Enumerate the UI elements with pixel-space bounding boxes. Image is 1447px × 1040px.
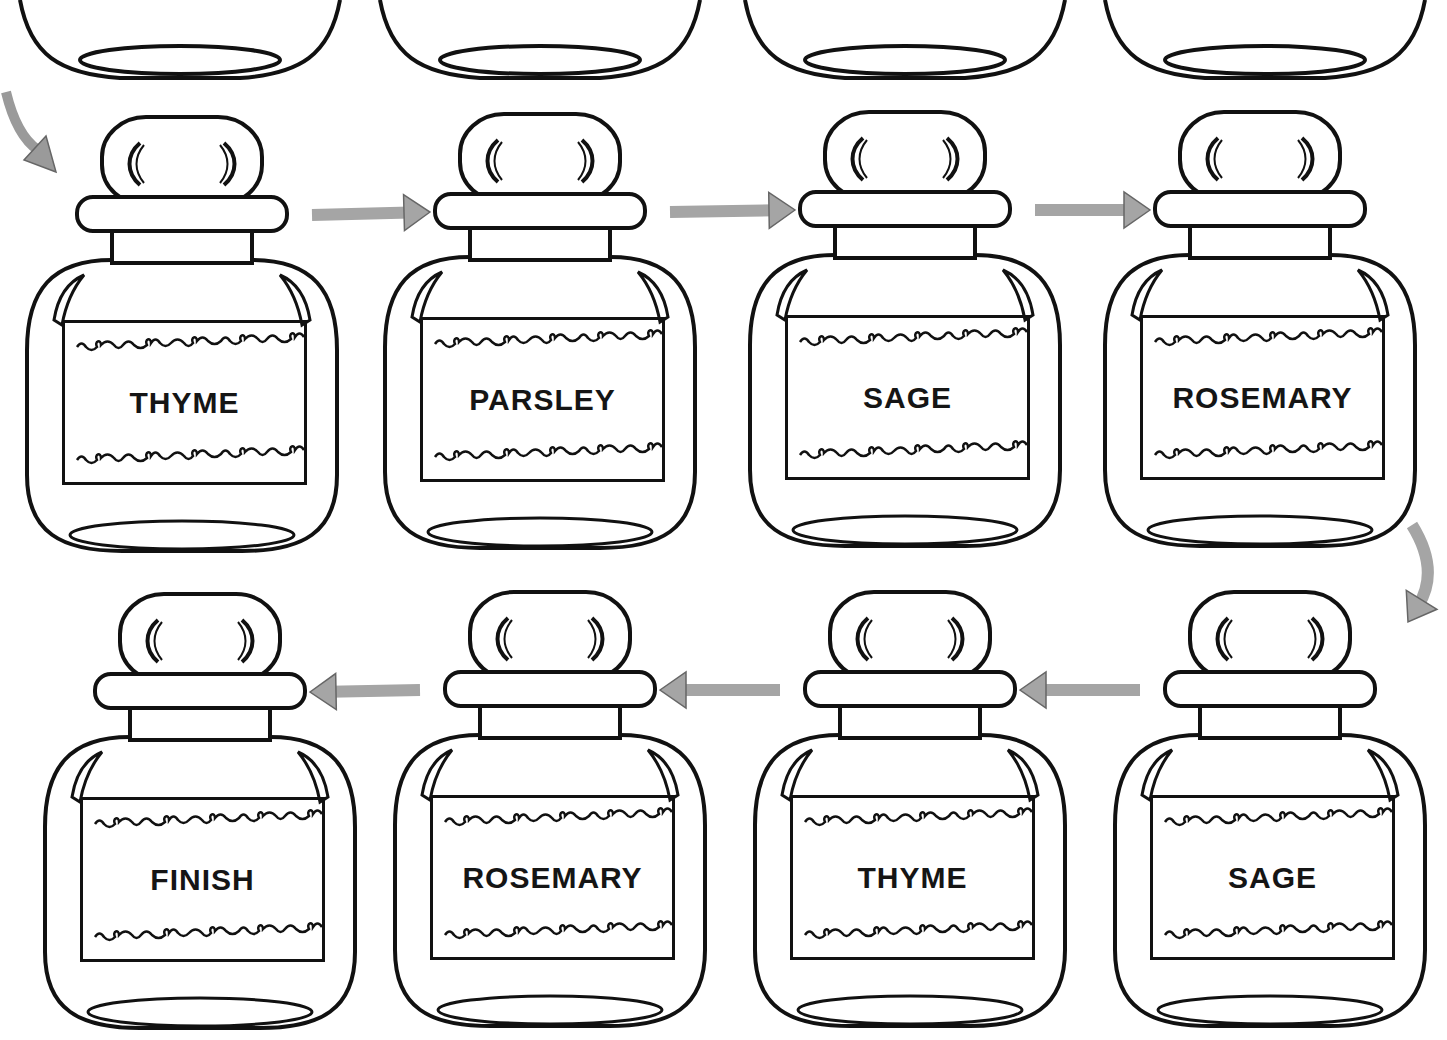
- partial-jar-bottoms: [20, 0, 1425, 78]
- herb-name: ROSEMARY: [1172, 381, 1352, 414]
- start-arrow: [6, 92, 56, 172]
- arrow-head: [769, 192, 795, 228]
- arrow-shaft: [670, 210, 775, 212]
- jar-outline: [750, 590, 1070, 1030]
- jar-outline: [1110, 590, 1430, 1030]
- spice-jar: THYME: [750, 590, 1070, 1030]
- flow-arrow: [310, 674, 420, 710]
- arrow-shaft: [1035, 204, 1130, 216]
- herb-name: THYME: [858, 861, 968, 894]
- herb-name: SAGE: [863, 381, 952, 414]
- arrow-head: [310, 674, 336, 710]
- flow-arrow: [1035, 192, 1150, 228]
- jar-label: PARSLEY: [420, 317, 665, 482]
- spice-jar: ROSEMARY: [1100, 110, 1420, 550]
- jar-outline: [1100, 110, 1420, 550]
- arrow-head: [1020, 672, 1046, 708]
- arrow-shaft: [330, 690, 420, 692]
- spice-jar: SAGE: [1110, 590, 1430, 1030]
- herb-name: THYME: [130, 386, 240, 419]
- jar-outline: [40, 592, 360, 1032]
- jar-outline: [390, 590, 710, 1030]
- arrow-head: [1124, 192, 1150, 228]
- jar-outline: [380, 112, 700, 552]
- arrow-shaft: [1412, 525, 1428, 605]
- spice-jar: FINISH: [40, 592, 360, 1032]
- spice-jar: PARSLEY: [380, 112, 700, 552]
- arrow-shaft: [1040, 684, 1140, 696]
- arrow-head: [1406, 590, 1437, 622]
- spice-jar: ROSEMARY: [390, 590, 710, 1030]
- arrow-head: [660, 672, 686, 708]
- jar-label: ROSEMARY: [1140, 315, 1385, 480]
- jar-label: THYME: [790, 795, 1035, 960]
- flow-arrow: [1020, 672, 1140, 708]
- arrow-shaft: [312, 213, 410, 215]
- arrow-shaft: [680, 684, 780, 696]
- herb-name: ROSEMARY: [462, 861, 642, 894]
- spice-jar: SAGE: [745, 110, 1065, 550]
- jar-label: FINISH: [80, 797, 325, 962]
- jar-label: ROSEMARY: [430, 795, 675, 960]
- spice-jar: THYME: [22, 115, 342, 555]
- flow-arrow: [1406, 525, 1437, 622]
- jar-outline: [22, 115, 342, 555]
- herb-name: PARSLEY: [469, 383, 615, 416]
- jar-label: SAGE: [1150, 795, 1395, 960]
- jar-outline: [745, 110, 1065, 550]
- arrow-head: [404, 195, 430, 231]
- herb-name: SAGE: [1228, 861, 1317, 894]
- jar-label: THYME: [62, 320, 307, 485]
- flow-arrow: [670, 192, 795, 228]
- flow-arrow: [660, 672, 780, 708]
- herb-name: FINISH: [150, 863, 254, 896]
- jar-label: SAGE: [785, 315, 1030, 480]
- flow-arrow: [312, 195, 430, 231]
